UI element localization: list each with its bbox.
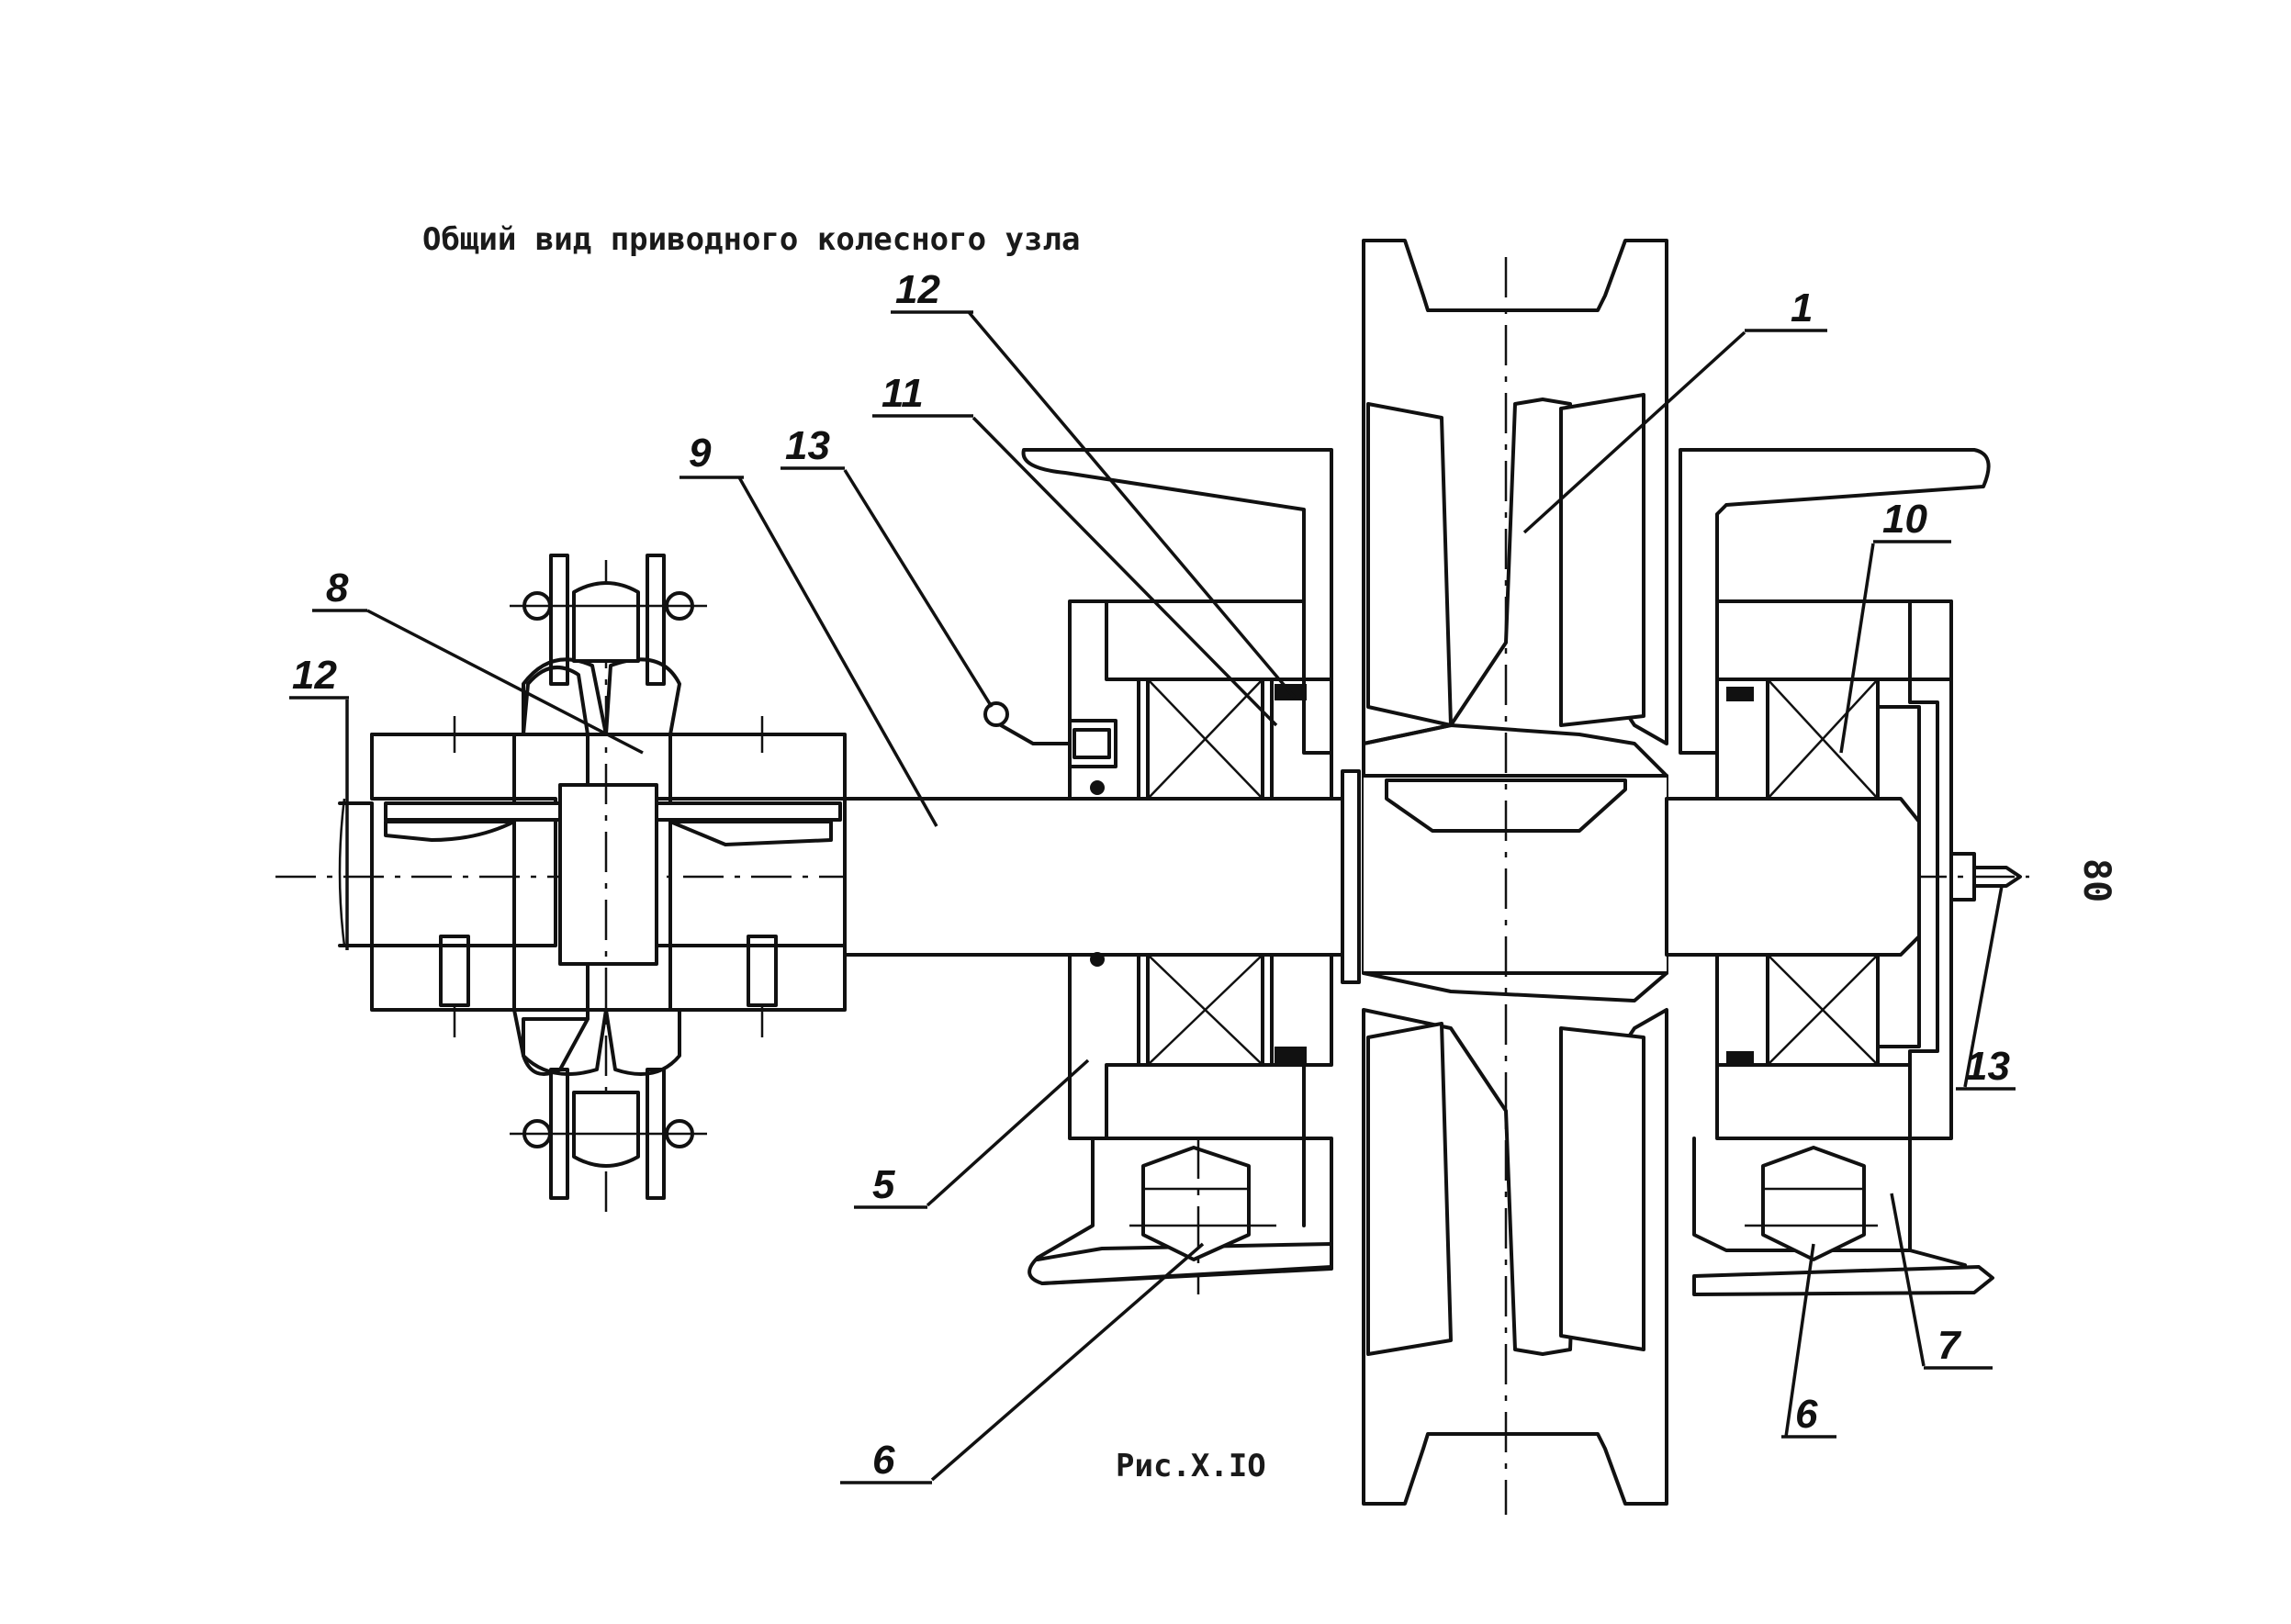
left-bearing-housing [983,448,1333,1294]
leader-lines [289,310,2016,1484]
callout-10: 10 [1882,497,1927,542]
callout-11: 11 [882,371,924,416]
callout-13-right: 13 [1965,1044,2010,1089]
running-wheel [1362,239,1668,1515]
chain-coupling [338,554,847,1212]
callout-12-top: 12 [895,267,940,312]
right-bearing-housing [1679,448,2022,1296]
drive-shaft [843,769,1921,984]
callout-8: 8 [326,566,349,610]
callout-13-left: 13 [785,423,830,468]
callout-5: 5 [872,1162,895,1207]
callout-12-left: 12 [292,653,337,698]
callout-6-left: 6 [872,1438,895,1483]
drawing-title: Общий вид приводного колесного узла [422,221,1080,258]
figure-caption: Рис.Х.IO [1116,1448,1266,1484]
page-number: 80 [2075,858,2117,902]
callout-7: 7 [1937,1323,1962,1368]
callout-1: 1 [1791,286,1813,330]
callout-6-right: 6 [1795,1392,1818,1437]
callout-9: 9 [689,431,712,476]
